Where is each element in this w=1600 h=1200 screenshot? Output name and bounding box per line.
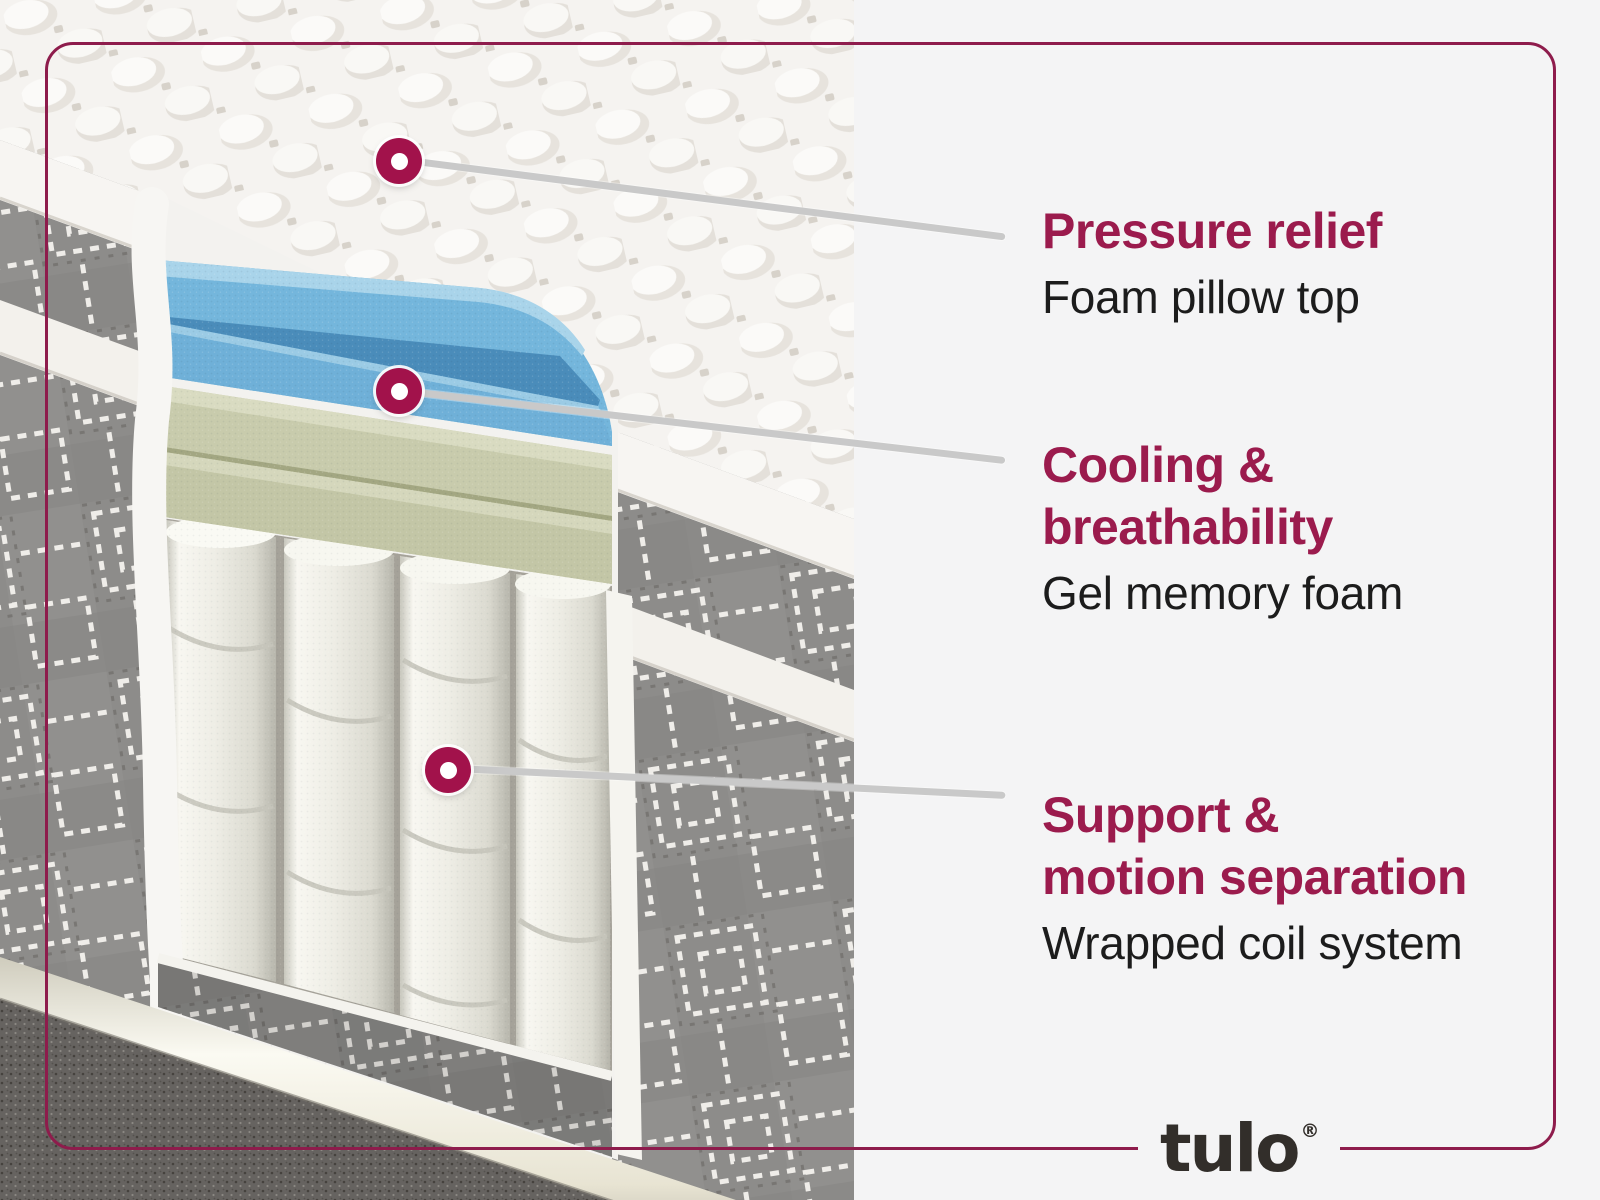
dot-core-icon (439, 761, 457, 779)
callout-description: Wrapped coil system (1042, 917, 1463, 969)
callout-label-support: Support & motion separation Wrapped coil… (1042, 784, 1467, 972)
callout-label-cooling: Cooling & breathability Gel memory foam (1042, 434, 1403, 622)
callout-dot-support (425, 747, 471, 793)
cutaway-left-edge (131, 187, 190, 1095)
side-piping-left (0, 300, 158, 413)
mattress-cutaway-photo (0, 0, 854, 1200)
pillow-edge-band-left (0, 140, 158, 258)
dot-core-icon (390, 152, 408, 170)
cutaway-right-piping (606, 590, 642, 1160)
brand-logo: tulo® (1138, 1110, 1340, 1200)
callout-title: Support & motion separation (1042, 787, 1467, 905)
callout-description: Foam pillow top (1042, 271, 1360, 323)
registered-mark-icon: ® (1300, 1120, 1320, 1142)
dot-core-icon (390, 382, 408, 400)
pillow-edge-band-right (612, 430, 854, 579)
gel-memory-foam-layer (158, 385, 612, 584)
brand-logo-text: tulo (1160, 1110, 1301, 1187)
callout-description: Gel memory foam (1042, 567, 1404, 619)
callout-label-pressure-relief: Pressure relief Foam pillow top (1042, 200, 1382, 326)
side-fabric-left (0, 140, 158, 1200)
side-fabric-bottom (158, 958, 612, 1157)
callout-dot-cooling (376, 368, 422, 414)
bottom-piping-cord (0, 957, 736, 1200)
callout-title: Cooling & breathability (1042, 437, 1333, 555)
callout-dot-pressure-relief (376, 138, 422, 184)
side-piping-right (612, 600, 854, 742)
callout-title: Pressure relief (1042, 203, 1382, 259)
